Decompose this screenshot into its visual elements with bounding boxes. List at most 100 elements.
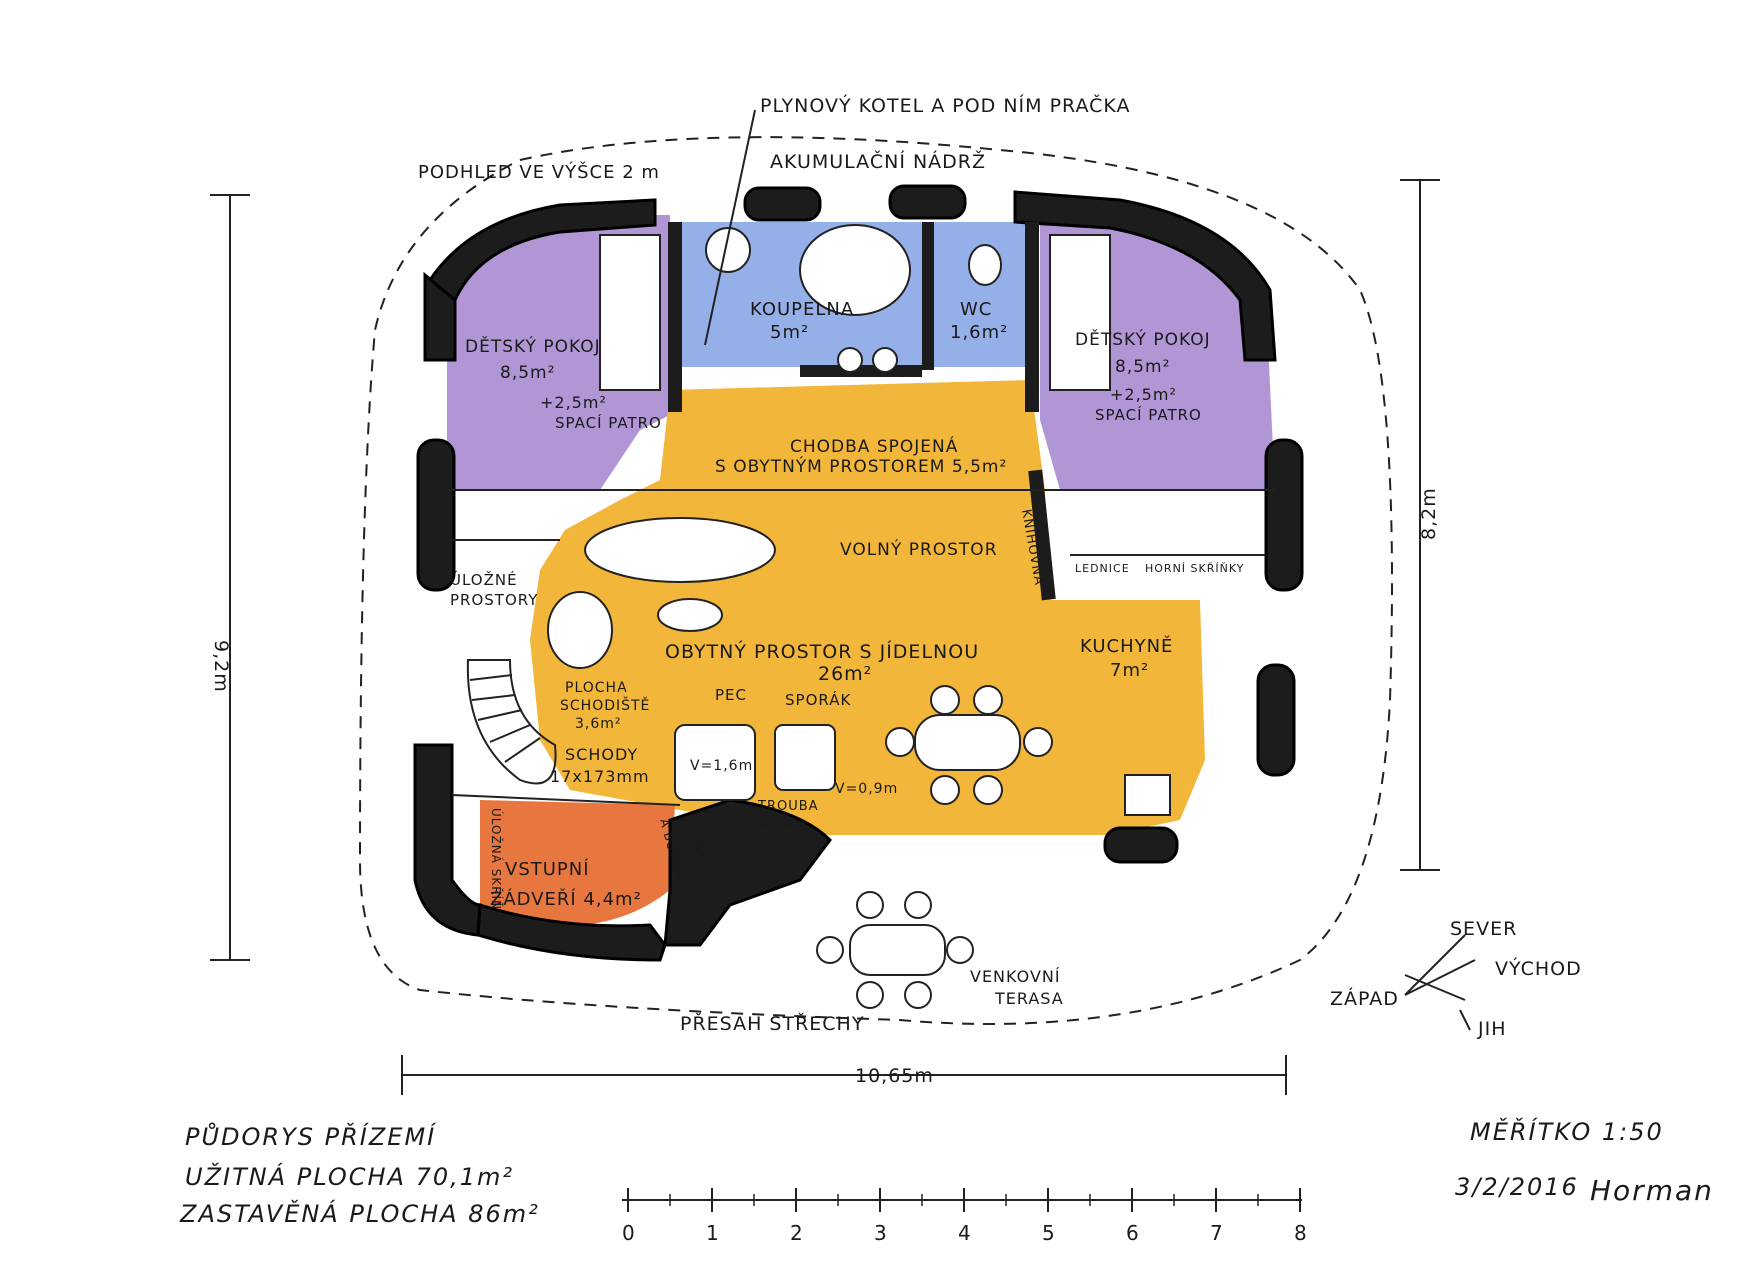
bathroom-area: 5m² <box>770 322 809 343</box>
dining-table <box>914 714 1021 771</box>
kitchen-name: KUCHYNĚ <box>1080 635 1173 657</box>
corridor-name: CHODBA SPOJENÁ <box>790 435 958 457</box>
wall-south-entry <box>476 903 667 962</box>
free-space-label: VOLNÝ PROSTOR <box>840 538 998 560</box>
washbasin-2 <box>872 347 898 373</box>
boiler-symbol <box>705 227 751 273</box>
note-ceiling: PODHLED VE VÝŠCE 2 m <box>418 161 660 183</box>
dimension-height-left-label: 9,2m <box>210 640 232 693</box>
armchair <box>547 591 613 669</box>
stairs-label-1: SCHODY <box>565 745 638 764</box>
terrace-label-1: VENKOVNÍ <box>970 967 1061 986</box>
washbasin-1 <box>837 347 863 373</box>
date-label: 3/2/2016 <box>1455 1173 1579 1201</box>
kitchen-hob <box>1124 774 1171 816</box>
oven-height: V=1,6m <box>690 758 753 774</box>
dimension-height-left <box>210 194 250 961</box>
kids-right-area: 8,5m² <box>1115 357 1170 377</box>
wall-pillar-east-mid <box>1264 438 1304 592</box>
entry-fill <box>480 800 675 926</box>
stair-area-3: 3,6m² <box>575 716 622 732</box>
terrace-table <box>849 924 946 976</box>
bed-left <box>599 234 661 391</box>
kids-left-name: DĚTSKÝ POKOJ <box>465 335 601 357</box>
stairs-label-2: 17x173mm <box>550 767 650 786</box>
toilet <box>968 244 1002 286</box>
baking-oven-label: TROUBA <box>757 799 819 814</box>
compass-arrows <box>1404 934 1476 1031</box>
compass-north: SEVER <box>1450 918 1517 940</box>
interior-wall-bath-wc <box>922 222 934 370</box>
wall-north-right <box>1013 190 1277 362</box>
kids-right-name: DĚTSKÝ POKOJ <box>1075 328 1211 350</box>
scale-tick-label: 7 <box>1210 1221 1223 1245</box>
wall-north-left <box>427 198 657 303</box>
scale-label: MĚŘÍTKO 1:50 <box>1470 1117 1664 1146</box>
staircase <box>466 659 557 785</box>
wall-pillar-south-east <box>1103 826 1179 864</box>
scale-tick-label: 6 <box>1126 1221 1139 1245</box>
bathtub <box>799 224 911 316</box>
scale-tick-label: 5 <box>1042 1221 1055 1245</box>
scale-tick-label: 8 <box>1294 1221 1307 1245</box>
scale-tick-label: 0 <box>622 1221 635 1245</box>
terrace-label-2: TERASA <box>994 989 1064 1008</box>
roof-overhang-outline <box>358 136 1393 1025</box>
kids-right-loft: SPACÍ PATRO <box>1095 405 1202 424</box>
scale-tick-label: 1 <box>706 1221 719 1245</box>
storage-label-1: ÚLOŽNÉ <box>450 570 518 589</box>
stove-label: SPORÁK <box>785 690 851 709</box>
kitchen-area: 7m² <box>1110 660 1149 681</box>
oven-box <box>674 724 756 801</box>
compass-west: ZÁPAD <box>1330 987 1399 1010</box>
storage-label-2: PROSTORY <box>450 591 538 609</box>
dimension-width-label: 10,65m <box>855 1065 934 1087</box>
interior-wall-bookcase <box>1028 469 1056 601</box>
bathroom-name: KOUPELNA <box>750 299 854 320</box>
compass-south: JIH <box>1477 1018 1507 1040</box>
dimension-height-right-label: 8,2m <box>1418 487 1440 540</box>
kids-right-extra: +2,5m² <box>1110 385 1177 404</box>
living-area: 26m² <box>818 663 872 685</box>
note-boiler: PLYNOVÝ KOTEL A POD NÍM PRAČKA <box>760 93 1131 117</box>
corridor-sub: S OBYTNÝM PROSTOREM 5,5m² <box>715 455 1007 477</box>
baking-oven-height: V=1,4m <box>748 817 807 832</box>
compass-east: VÝCHOD <box>1495 957 1582 980</box>
entry-name: VSTUPNÍ <box>505 858 590 880</box>
kitchen-cabinets: HORNÍ SKŘÍŇKY <box>1145 562 1244 575</box>
entry-storage-label: ÚLOŽNÁ SKŘÍŇ <box>489 808 504 910</box>
wall-pillar-west-mid <box>416 438 456 592</box>
entry-sub: ZÁDVEŘÍ 4,4m² <box>490 888 642 910</box>
coffee-table <box>657 598 723 632</box>
built-area: ZASTAVĚNÁ PLOCHA 86m² <box>179 1199 540 1228</box>
wc-area: 1,6m² <box>950 322 1008 343</box>
wall-west-upper <box>423 271 457 362</box>
oven-label: PEC <box>715 686 747 704</box>
roof-overhang-label: PŘESAH STŘECHY <box>680 1012 864 1035</box>
scale-tick-label: 3 <box>874 1221 887 1245</box>
kids-left-area: 8,5m² <box>500 363 555 383</box>
wall-pillar-top-1 <box>743 186 822 222</box>
dimension-height-right <box>1400 179 1440 871</box>
stair-steps <box>469 674 541 763</box>
scale-tick-label: 4 <box>958 1221 971 1245</box>
title: PŮDORYS PŘÍZEMÍ <box>185 1121 437 1151</box>
note-tank: AKUMULAČNÍ NÁDRŽ <box>770 149 986 173</box>
wc-fill <box>925 222 1025 367</box>
dimension-width <box>401 1055 1287 1095</box>
kids-left-loft: SPACÍ PATRO <box>555 413 662 432</box>
wall-pillar-east-low <box>1256 663 1296 777</box>
counter-height: V=0,9m <box>835 781 898 797</box>
wc-name: WC <box>960 299 992 320</box>
signature: Horman <box>1590 1174 1714 1207</box>
kitchen-fridge: LEDNICE <box>1075 562 1130 575</box>
kids-left-extra: +2,5m² <box>540 393 607 412</box>
stair-area-2: SCHODIŠTĚ <box>560 696 650 714</box>
stair-area-1: PLOCHA <box>565 680 628 696</box>
interior-wall-wc-kids <box>1025 222 1039 412</box>
sofa <box>584 517 776 583</box>
usable-area: UŽITNÁ PLOCHA 70,1m² <box>185 1162 514 1191</box>
wall-entry-corner <box>663 798 832 947</box>
